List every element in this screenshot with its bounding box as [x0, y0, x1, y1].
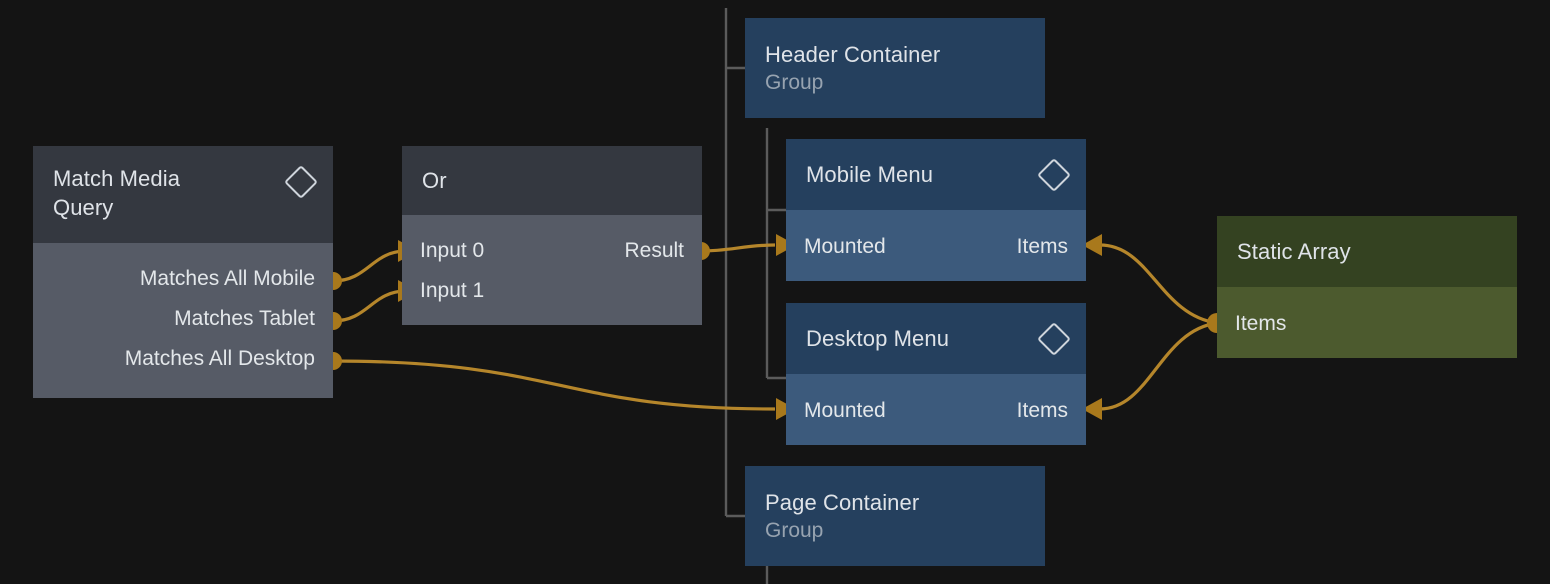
port-label: Matches All Desktop — [124, 346, 315, 370]
node-subtitle: Group — [765, 70, 824, 94]
input-port-input-1[interactable]: Input 1 — [420, 278, 485, 302]
output-port-matches-all-desktop[interactable]: Matches All Desktop — [33, 338, 333, 378]
node-header[interactable]: Header Container Group — [745, 18, 1045, 118]
output-port-matches-all-mobile[interactable]: Matches All Mobile — [33, 258, 333, 298]
output-port-matches-tablet[interactable]: Matches Tablet — [33, 298, 333, 338]
node-title: Mobile Menu — [806, 161, 934, 187]
node-body: Items — [1217, 287, 1517, 358]
node-title: Or — [422, 167, 447, 193]
diamond-icon — [284, 165, 318, 199]
output-port-items[interactable]: Items — [1016, 234, 1068, 258]
diamond-icon — [1037, 321, 1071, 356]
node-mobile-menu[interactable]: Mobile Menu Mounted Items — [786, 139, 1086, 281]
port-row-mounted-items[interactable]: Mounted Items — [786, 226, 1086, 266]
output-port-result[interactable]: Result — [624, 238, 684, 262]
node-header[interactable]: Page Container Group — [745, 466, 1045, 566]
node-body: Matches All Mobile Matches Tablet Matche… — [33, 243, 333, 398]
node-body: Mounted Items — [786, 210, 1086, 281]
port-row-items[interactable]: Items — [1217, 303, 1517, 343]
port-row-input1[interactable]: Input 1 — [402, 270, 702, 310]
node-page-container[interactable]: Page Container Group — [745, 466, 1045, 566]
node-title: Desktop Menu — [806, 325, 950, 351]
input-port-input-0[interactable]: Input 0 — [420, 238, 485, 262]
output-port-items[interactable]: Items — [1016, 398, 1068, 422]
node-title: Match Media Query — [53, 166, 181, 221]
node-header[interactable]: Or — [402, 146, 702, 215]
node-body: Mounted Items — [786, 374, 1086, 445]
wire-staticarray-to-desktopmenu-items — [1082, 313, 1227, 420]
port-label: Matches Tablet — [174, 306, 315, 330]
node-body: Input 0 Result Input 1 — [402, 215, 702, 325]
port-label: Matches All Mobile — [139, 266, 315, 290]
port-row-input0-result[interactable]: Input 0 Result — [402, 230, 702, 270]
node-header[interactable]: Desktop Menu — [786, 303, 1086, 374]
wire-result-to-mobilemenu-mounted — [692, 234, 796, 260]
diamond-icon — [1037, 157, 1071, 192]
node-subtitle: Group — [765, 518, 824, 542]
port-row-mounted-items[interactable]: Mounted Items — [786, 390, 1086, 430]
node-header[interactable]: Match Media Query — [33, 146, 333, 243]
node-static-array[interactable]: Static Array Items — [1217, 216, 1517, 358]
node-header-container[interactable]: Header Container Group — [745, 18, 1045, 118]
input-port-mounted[interactable]: Mounted — [804, 398, 886, 422]
wire-staticarray-to-mobilemenu-items — [1082, 234, 1218, 325]
wire-desktop-to-desktopmenu-mounted — [324, 352, 796, 420]
node-title: Header Container — [765, 41, 941, 67]
node-title: Static Array — [1237, 238, 1351, 264]
node-header[interactable]: Mobile Menu — [786, 139, 1086, 210]
output-port-items[interactable]: Items — [1235, 311, 1287, 335]
input-port-mounted[interactable]: Mounted — [804, 234, 886, 258]
node-or[interactable]: Or Input 0 Result Input 1 — [402, 146, 702, 325]
node-match-media-query[interactable]: Match Media Query Matches All Mobile Mat… — [33, 146, 333, 398]
node-desktop-menu[interactable]: Desktop Menu Mounted Items — [786, 303, 1086, 445]
node-title: Page Container — [765, 489, 920, 515]
node-header[interactable]: Static Array — [1217, 216, 1517, 287]
